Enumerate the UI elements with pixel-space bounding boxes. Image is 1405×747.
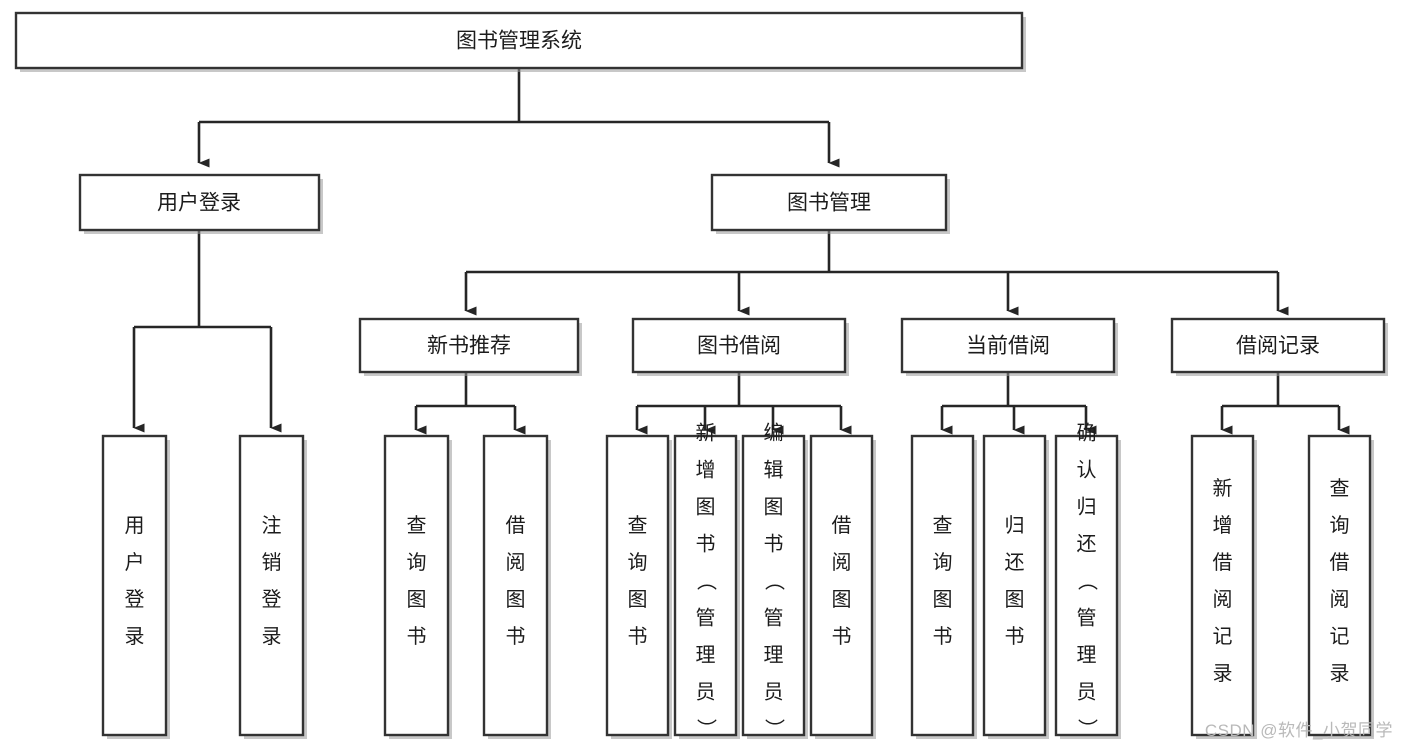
leaf-node-label: 编辑图书（管理员） <box>764 422 785 741</box>
leaf-node[interactable]: 用户登录 <box>101 434 170 739</box>
leaf-node[interactable]: 注销登录 <box>238 434 307 739</box>
leaf-node-label: 归还图书 <box>1005 514 1025 648</box>
node-user-login-label: 用户登录 <box>157 192 241 215</box>
leaf-node[interactable]: 查询图书 <box>605 434 672 739</box>
connector-layer <box>132 68 1350 435</box>
leaf-node-box[interactable] <box>910 434 975 737</box>
leaf-node[interactable]: 归还图书 <box>982 434 1049 739</box>
node-current-borrow-box[interactable] <box>900 317 1116 374</box>
leaf-node-box[interactable] <box>605 434 670 737</box>
node-user-login-box[interactable] <box>78 173 321 232</box>
leaf-node-box[interactable] <box>101 434 168 737</box>
leaf-node[interactable]: 确认归还（管理员） <box>1054 422 1121 741</box>
leaf-node[interactable]: 查询图书 <box>910 434 977 739</box>
node-root[interactable]: 图书管理系统 <box>14 11 1026 72</box>
node-new-book-recommend-label: 新书推荐 <box>427 335 511 358</box>
node-root-label: 图书管理系统 <box>456 30 582 53</box>
leaf-node-label: 新增借阅记录 <box>1213 477 1233 685</box>
node-book-management-box[interactable] <box>710 173 948 232</box>
leaf-node-box[interactable] <box>383 434 450 737</box>
leaf-node-label: 用户登录 <box>125 515 145 648</box>
leaf-node-label: 查询图书 <box>628 514 648 648</box>
leaf-node-label: 查询图书 <box>407 514 427 648</box>
node-book-borrow-label: 图书借阅 <box>697 335 781 358</box>
node-borrow-record[interactable]: 借阅记录 <box>1170 317 1388 376</box>
leaf-node-layer: 用户登录 注销登录 查询图书 借阅图书 查询图书 新增图书（管理员） 编辑图书（管理员） 借阅… <box>101 422 1374 741</box>
leaf-node[interactable]: 新增借阅记录 <box>1190 434 1257 739</box>
node-current-borrow[interactable]: 当前借阅 <box>900 317 1118 376</box>
leaf-node-box[interactable] <box>809 434 874 737</box>
leaf-node[interactable]: 借阅图书 <box>809 434 876 739</box>
node-root-box[interactable] <box>14 11 1024 70</box>
leaf-node[interactable]: 查询图书 <box>383 434 452 739</box>
leaf-node-box[interactable] <box>1307 434 1372 737</box>
leaf-node[interactable]: 新增图书（管理员） <box>673 422 740 741</box>
leaf-node-label: 借阅图书 <box>506 514 526 648</box>
node-book-borrow-box[interactable] <box>631 317 847 374</box>
node-borrow-record-box[interactable] <box>1170 317 1386 374</box>
node-new-book-recommend-box[interactable] <box>358 317 580 374</box>
leaf-node[interactable]: 编辑图书（管理员） <box>741 422 808 741</box>
leaf-node-label: 确认归还（管理员） <box>1077 422 1098 741</box>
leaf-node-label: 查询借阅记录 <box>1330 477 1350 685</box>
leaf-node-box[interactable] <box>1054 434 1119 737</box>
node-new-book-recommend[interactable]: 新书推荐 <box>358 317 582 376</box>
leaf-node[interactable]: 借阅图书 <box>482 434 551 739</box>
leaf-node-box[interactable] <box>1190 434 1255 737</box>
node-book-management[interactable]: 图书管理 <box>710 173 950 234</box>
leaf-node-box[interactable] <box>741 434 806 737</box>
leaf-node-label: 新增图书（管理员） <box>696 422 717 741</box>
node-user-login[interactable]: 用户登录 <box>78 173 323 234</box>
leaf-node-label: 注销登录 <box>262 514 282 648</box>
node-book-borrow[interactable]: 图书借阅 <box>631 317 849 376</box>
leaf-node-box[interactable] <box>982 434 1047 737</box>
leaf-node[interactable]: 查询借阅记录 <box>1307 434 1374 739</box>
leaf-node-box[interactable] <box>482 434 549 737</box>
node-current-borrow-label: 当前借阅 <box>966 335 1050 358</box>
node-borrow-record-label: 借阅记录 <box>1236 335 1320 358</box>
leaf-node-label: 借阅图书 <box>832 514 852 648</box>
leaf-node-box[interactable] <box>238 434 305 737</box>
node-book-management-label: 图书管理 <box>787 192 871 215</box>
leaf-node-box[interactable] <box>673 434 738 737</box>
leaf-node-label: 查询图书 <box>933 514 953 648</box>
